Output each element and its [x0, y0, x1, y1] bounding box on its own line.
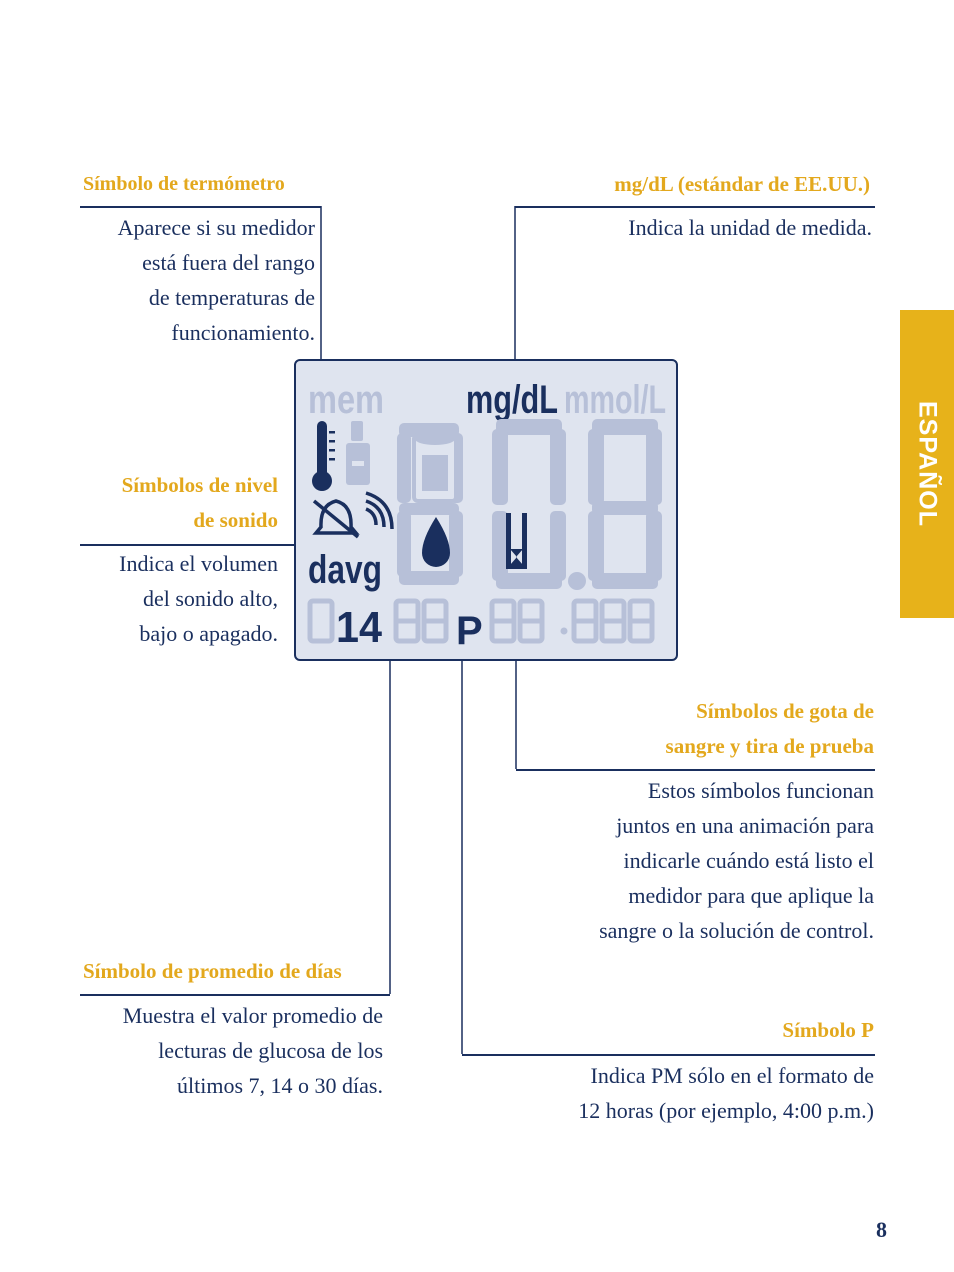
- language-tab-label: ESPAÑOL: [913, 401, 942, 527]
- units-heading: mg/dL (estándar de EE.UU.): [614, 172, 870, 196]
- thermometer-line: de temperaturas de: [148, 285, 315, 310]
- thermometer-line: funcionamiento.: [171, 320, 315, 345]
- thermometer-text: Aparece si su medidor está fuera del ran…: [60, 210, 315, 350]
- sound-waves-icon: [365, 491, 394, 530]
- lcd-display: mem mg/dL mmol/L davg: [294, 359, 678, 661]
- language-tab: ESPAÑOL: [900, 310, 954, 618]
- average-line: Muestra el valor promedio de: [122, 1003, 383, 1028]
- sound-heading: Símbolos de nivel de sonido: [60, 468, 278, 538]
- main-digits: [397, 419, 662, 590]
- units-rule: [515, 206, 875, 208]
- sound-heading-line: Símbolos de nivel: [121, 473, 278, 497]
- test-strip-icon: [506, 513, 527, 569]
- p-symbol-heading: Símbolo P: [782, 1018, 874, 1042]
- drop-strip-line: medidor para que aplique la: [628, 883, 874, 908]
- bottom-segments: [307, 598, 655, 644]
- time-colon-dot: [560, 627, 568, 635]
- drop-strip-line: juntos en una animación para: [616, 813, 874, 838]
- thermometer-line: está fuera del rango: [142, 250, 315, 275]
- control-solution-icon: [412, 433, 458, 503]
- vial-icon: [346, 421, 370, 485]
- drop-strip-text: Estos símbolos funcionan juntos en una a…: [500, 773, 874, 948]
- p-symbol-text: Indica PM sólo en el formato de 12 horas…: [480, 1058, 874, 1128]
- bell-muted-icon: [312, 499, 360, 539]
- average-text: Muestra el valor promedio de lecturas de…: [60, 998, 383, 1103]
- average-rule: [80, 994, 390, 996]
- blood-drop-icon: [422, 517, 450, 567]
- drop-strip-heading: Símbolos de gota de sangre y tira de pru…: [540, 694, 874, 764]
- p-indicator: P: [456, 609, 483, 653]
- drop-strip-line: sangre o la solución de control.: [599, 918, 874, 943]
- average-heading: Símbolo de promedio de días: [83, 959, 342, 983]
- lcd-graphic: mem mg/dL mmol/L davg: [307, 378, 666, 653]
- mgdl-label: mg/dL: [466, 378, 558, 422]
- units-line: Indica la unidad de medida.: [628, 215, 872, 240]
- thermometer-line: Aparece si su medidor: [117, 215, 315, 240]
- sound-heading-line: de sonido: [193, 508, 278, 532]
- sound-line: bajo o apagado.: [139, 621, 278, 646]
- units-text: Indica la unidad de medida.: [540, 210, 872, 245]
- thermometer-rule: [80, 206, 321, 208]
- p-symbol-line: 12 horas (por ejemplo, 4:00 p.m.): [578, 1098, 874, 1123]
- thermometer-icon: [312, 421, 335, 491]
- mem-label: mem: [308, 378, 384, 422]
- drop-strip-heading-line: Símbolos de gota de: [696, 699, 874, 723]
- average-line: lecturas de glucosa de los: [158, 1038, 383, 1063]
- page-number: 8: [876, 1217, 887, 1242]
- thermometer-heading: Símbolo de termómetro: [83, 173, 285, 195]
- days-readout: 14: [336, 603, 382, 652]
- mmol-label: mmol/L: [564, 378, 666, 422]
- drop-strip-line: Estos símbolos funcionan: [647, 778, 874, 803]
- sound-rule: [80, 544, 380, 546]
- davg-label: davg: [308, 548, 382, 592]
- p-symbol-line: Indica PM sólo en el formato de: [590, 1063, 875, 1088]
- average-line: últimos 7, 14 o 30 días.: [177, 1073, 383, 1098]
- p-symbol-rule: [462, 1054, 875, 1056]
- sound-line: del sonido alto,: [142, 586, 278, 611]
- sound-text: Indica el volumen del sonido alto, bajo …: [60, 546, 278, 651]
- drop-strip-heading-line: sangre y tira de prueba: [665, 734, 874, 758]
- drop-strip-rule: [516, 769, 875, 771]
- sound-line: Indica el volumen: [119, 551, 278, 576]
- drop-strip-line: indicarle cuándo está listo el: [623, 848, 874, 873]
